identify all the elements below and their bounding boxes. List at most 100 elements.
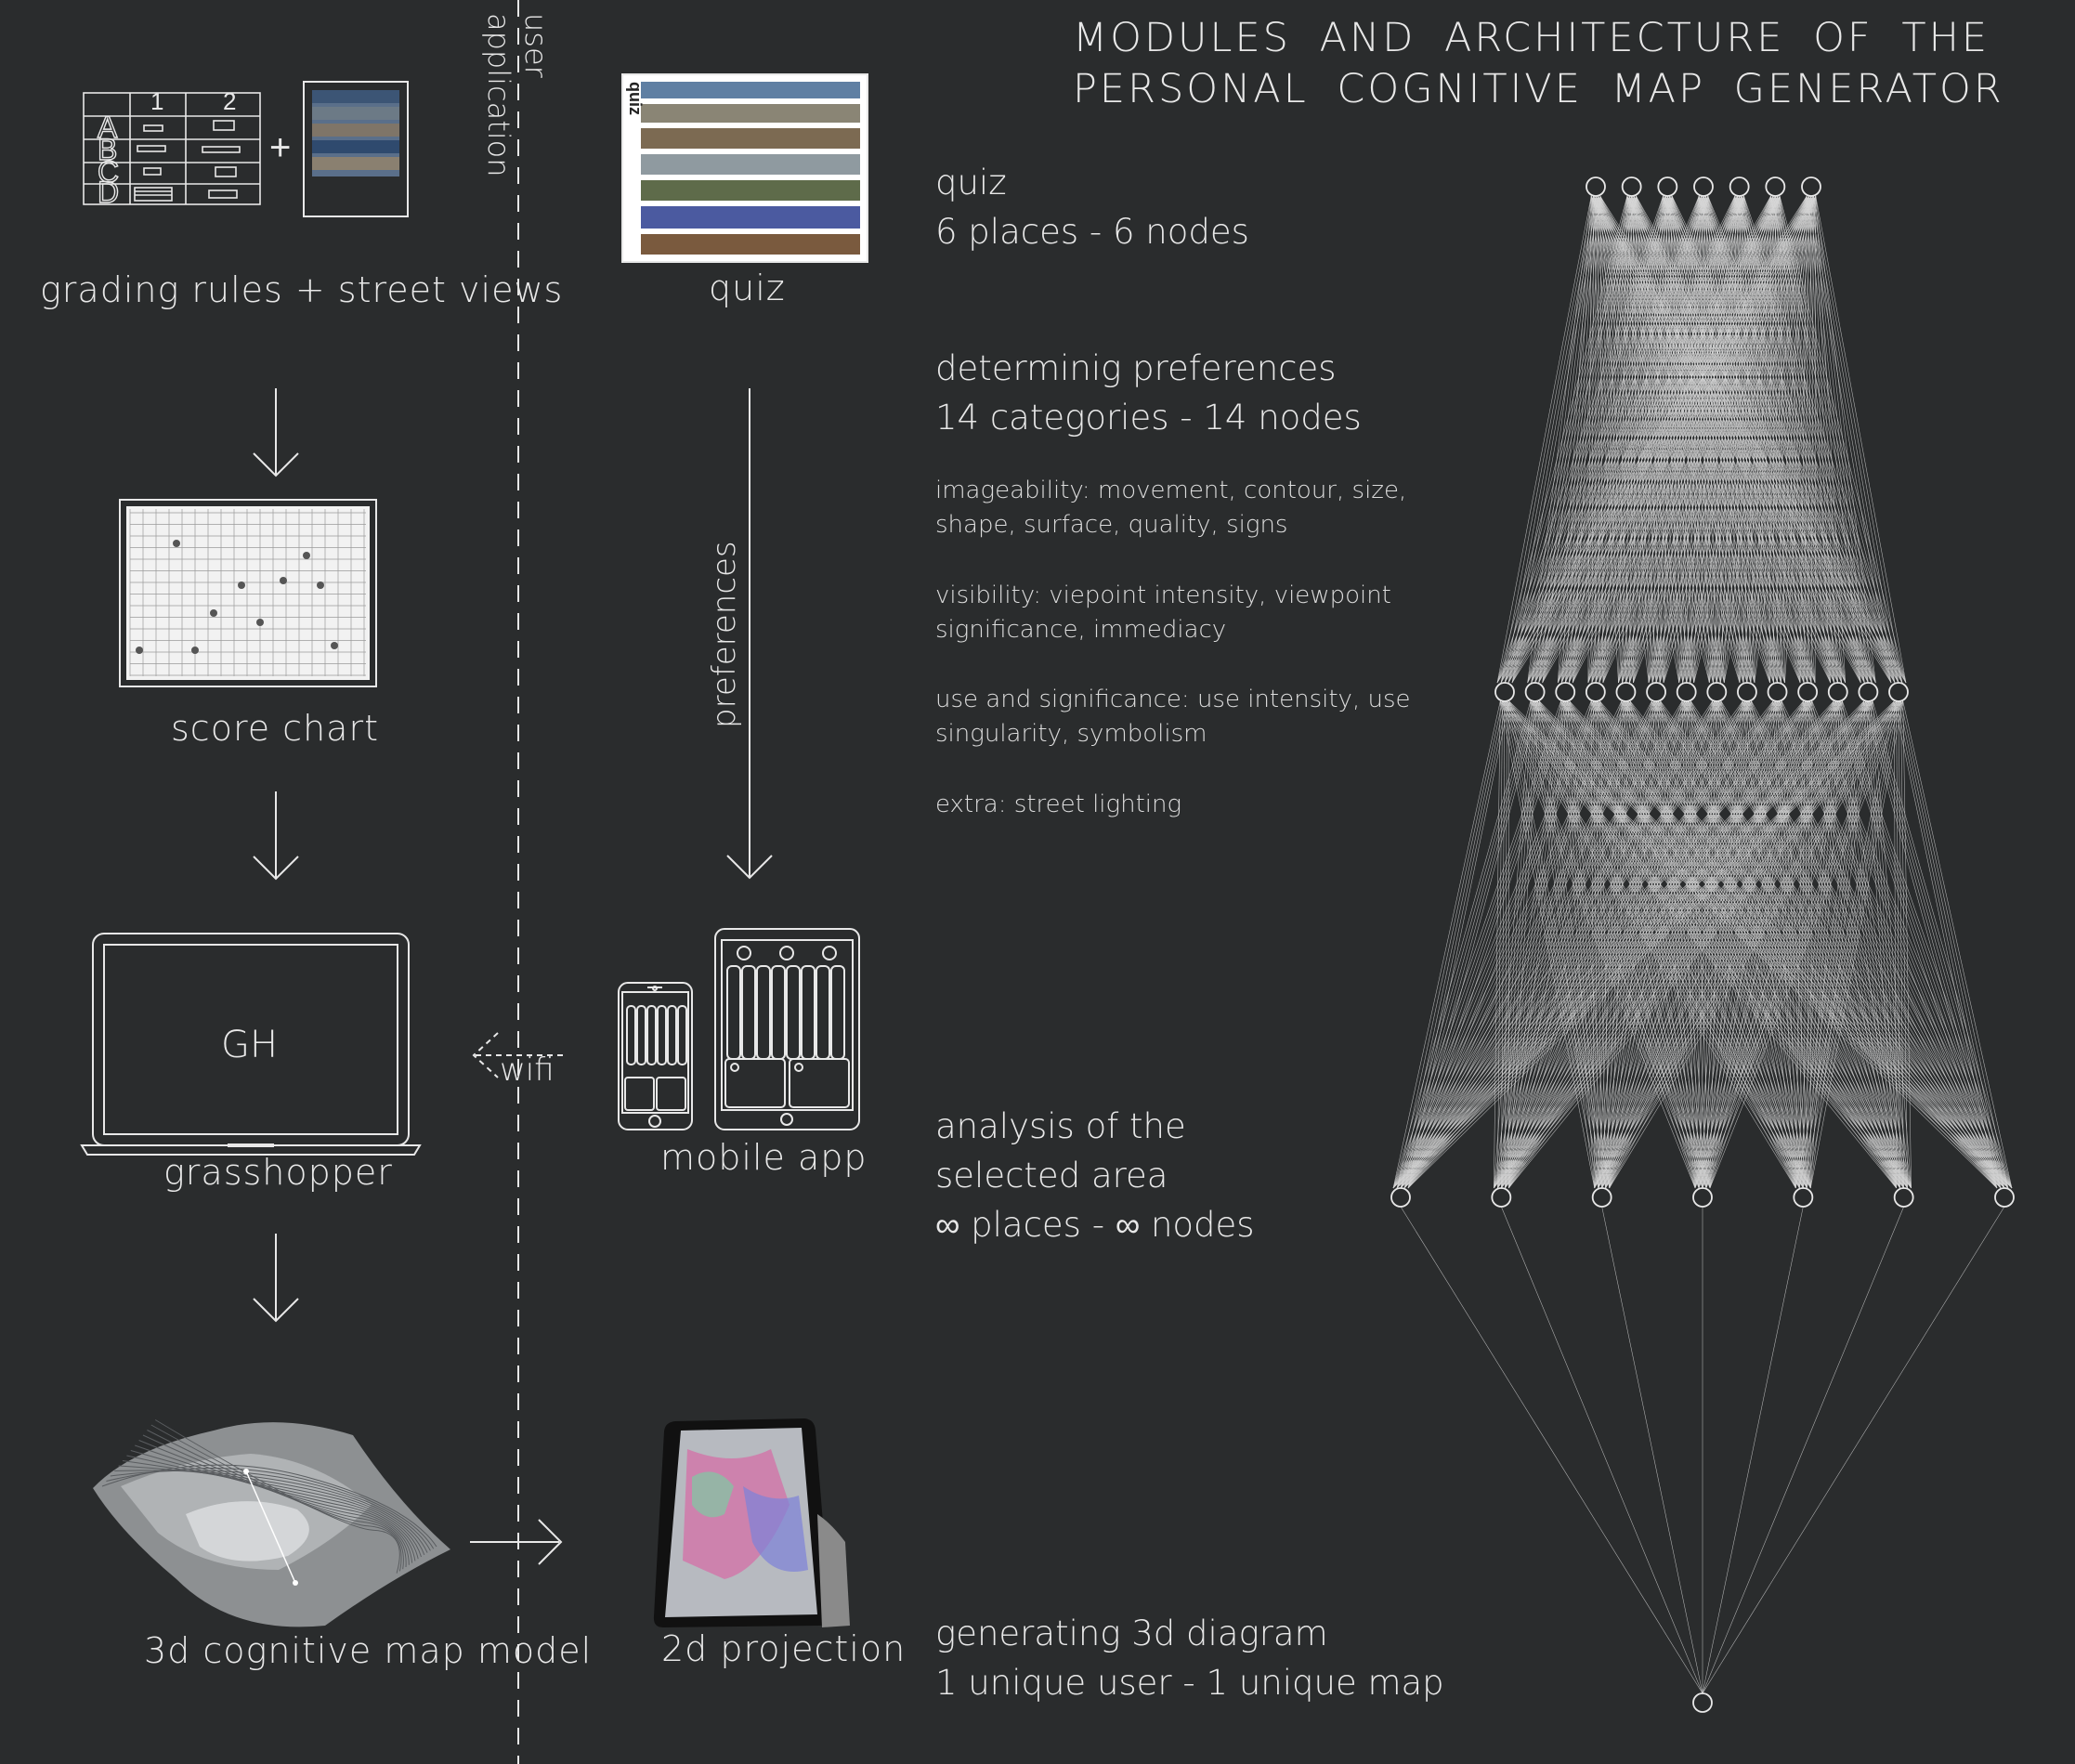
network-edge xyxy=(1396,700,1625,1189)
network-edge xyxy=(1893,700,1897,1189)
network-edge xyxy=(1601,700,1839,1189)
network-edge xyxy=(1557,195,1700,684)
network-node-layer-2 xyxy=(1494,682,1515,702)
network-edge xyxy=(1407,700,1600,1189)
network-edge xyxy=(1734,195,1741,684)
network-edge xyxy=(1501,700,1506,1189)
network-edge xyxy=(1497,700,1776,1189)
network-edge xyxy=(1598,700,1654,1189)
network-edge xyxy=(1396,700,1836,1189)
network-edge xyxy=(1494,700,1773,1189)
network-edge xyxy=(1494,700,1532,1189)
network-edge xyxy=(1403,700,1568,1189)
network-edge xyxy=(1504,700,1602,1189)
row-letter-c: C xyxy=(98,155,119,189)
page-title: MODULES AND ARCHITECTURE OF THE PERSONAL… xyxy=(1073,13,2004,115)
network-edge xyxy=(1392,700,1592,1189)
network-edge xyxy=(1396,700,1654,1189)
network-edge xyxy=(1501,700,1535,1189)
network-edge xyxy=(1501,700,1566,1189)
network-edge xyxy=(1678,195,1807,684)
network-edge xyxy=(1605,700,1719,1189)
network-edge xyxy=(1865,700,2002,1189)
network-edge xyxy=(1392,700,1804,1189)
network-edge xyxy=(1601,700,1869,1189)
network-edge xyxy=(1609,700,1904,1189)
network-node-layer-2 xyxy=(1555,682,1576,702)
network-node-layer-2 xyxy=(1585,682,1606,702)
category-visibility-line-1: visibility: viepoint intensity, viewpoin… xyxy=(935,581,1391,609)
network-node-layer-2 xyxy=(1737,682,1757,702)
network-edge xyxy=(1598,700,1625,1189)
network-edge xyxy=(1598,700,1685,1189)
network-edge xyxy=(1557,195,1592,684)
network-edge xyxy=(1494,700,1501,1189)
network-edge xyxy=(1896,700,2002,1189)
network-edge xyxy=(1870,700,2009,1189)
network-edge xyxy=(1587,195,1592,684)
network-edge xyxy=(1536,700,1606,1189)
network-node-layer-2 xyxy=(1676,682,1697,702)
network-edge xyxy=(1505,700,1901,1189)
network-edge xyxy=(1400,700,1626,1189)
title-line-1: MODULES AND ARCHITECTURE OF THE xyxy=(1073,15,1990,61)
network-edge xyxy=(1621,700,1897,1189)
network-edge xyxy=(1900,700,2009,1189)
network-edge xyxy=(1590,195,1619,684)
network-edge xyxy=(1400,700,1808,1189)
network-edge xyxy=(1531,195,1809,684)
category-use-line-2: singularity, symbolism xyxy=(935,720,1207,748)
network-edge xyxy=(1494,700,1561,1189)
network-edge xyxy=(1609,700,1873,1189)
network-edge xyxy=(1497,700,1836,1189)
network-edge xyxy=(1501,700,1626,1189)
grading-row-letters: A B C D xyxy=(97,110,120,209)
stage-quiz-title: quiz xyxy=(935,163,1007,203)
network-edge xyxy=(1663,195,1679,684)
network-edge xyxy=(1609,700,1722,1189)
network-node-layer-4 xyxy=(1692,1692,1713,1713)
network-edge xyxy=(1622,195,1809,684)
network-edge xyxy=(1807,700,1872,1189)
network-edge xyxy=(1872,700,1912,1189)
grasshopper-label: grasshopper xyxy=(163,1152,393,1193)
network-edge xyxy=(1501,700,1808,1189)
network-edge xyxy=(1501,1206,1703,1694)
network-node-layer-2 xyxy=(1646,682,1666,702)
network-edge xyxy=(1808,195,1865,684)
network-edge xyxy=(1508,700,1691,1189)
network-edge xyxy=(1562,700,1599,1189)
grading-rules-table xyxy=(83,92,261,205)
network-edge xyxy=(1902,700,2013,1189)
network-edge xyxy=(1400,700,1687,1189)
network-edge xyxy=(1567,700,1606,1189)
network-edge xyxy=(1618,195,1807,684)
network-edge xyxy=(1501,700,1597,1189)
network-edge xyxy=(1810,700,1873,1189)
network-edge xyxy=(1530,700,1595,1189)
network-node-layer-2 xyxy=(1797,682,1819,702)
network-edge xyxy=(1698,195,1832,684)
network-edge xyxy=(1694,700,1895,1189)
network-edge xyxy=(1605,700,1810,1189)
network-edge xyxy=(1702,1206,1804,1694)
network-edge xyxy=(1496,195,1736,684)
network-edge xyxy=(1587,195,1771,684)
network-edge xyxy=(1494,700,1743,1189)
network-node-layer-1 xyxy=(1729,176,1750,197)
network-edge xyxy=(1501,700,1838,1189)
network-edge xyxy=(1651,195,1809,684)
network-edge xyxy=(1500,195,1666,684)
network-edge xyxy=(1626,195,1770,684)
network-edge xyxy=(1403,700,1599,1189)
network-edge xyxy=(1505,700,1872,1189)
network-node-layer-3 xyxy=(1491,1187,1512,1208)
network-edge xyxy=(1742,195,1809,684)
wifi-arrow xyxy=(472,1032,565,1078)
network-edge xyxy=(1648,195,1664,684)
network-edge xyxy=(1396,700,1806,1189)
network-edge xyxy=(1663,195,1710,684)
network-edge xyxy=(1795,700,1864,1189)
network-edge xyxy=(1400,700,1869,1189)
network-edge xyxy=(1601,700,1899,1189)
